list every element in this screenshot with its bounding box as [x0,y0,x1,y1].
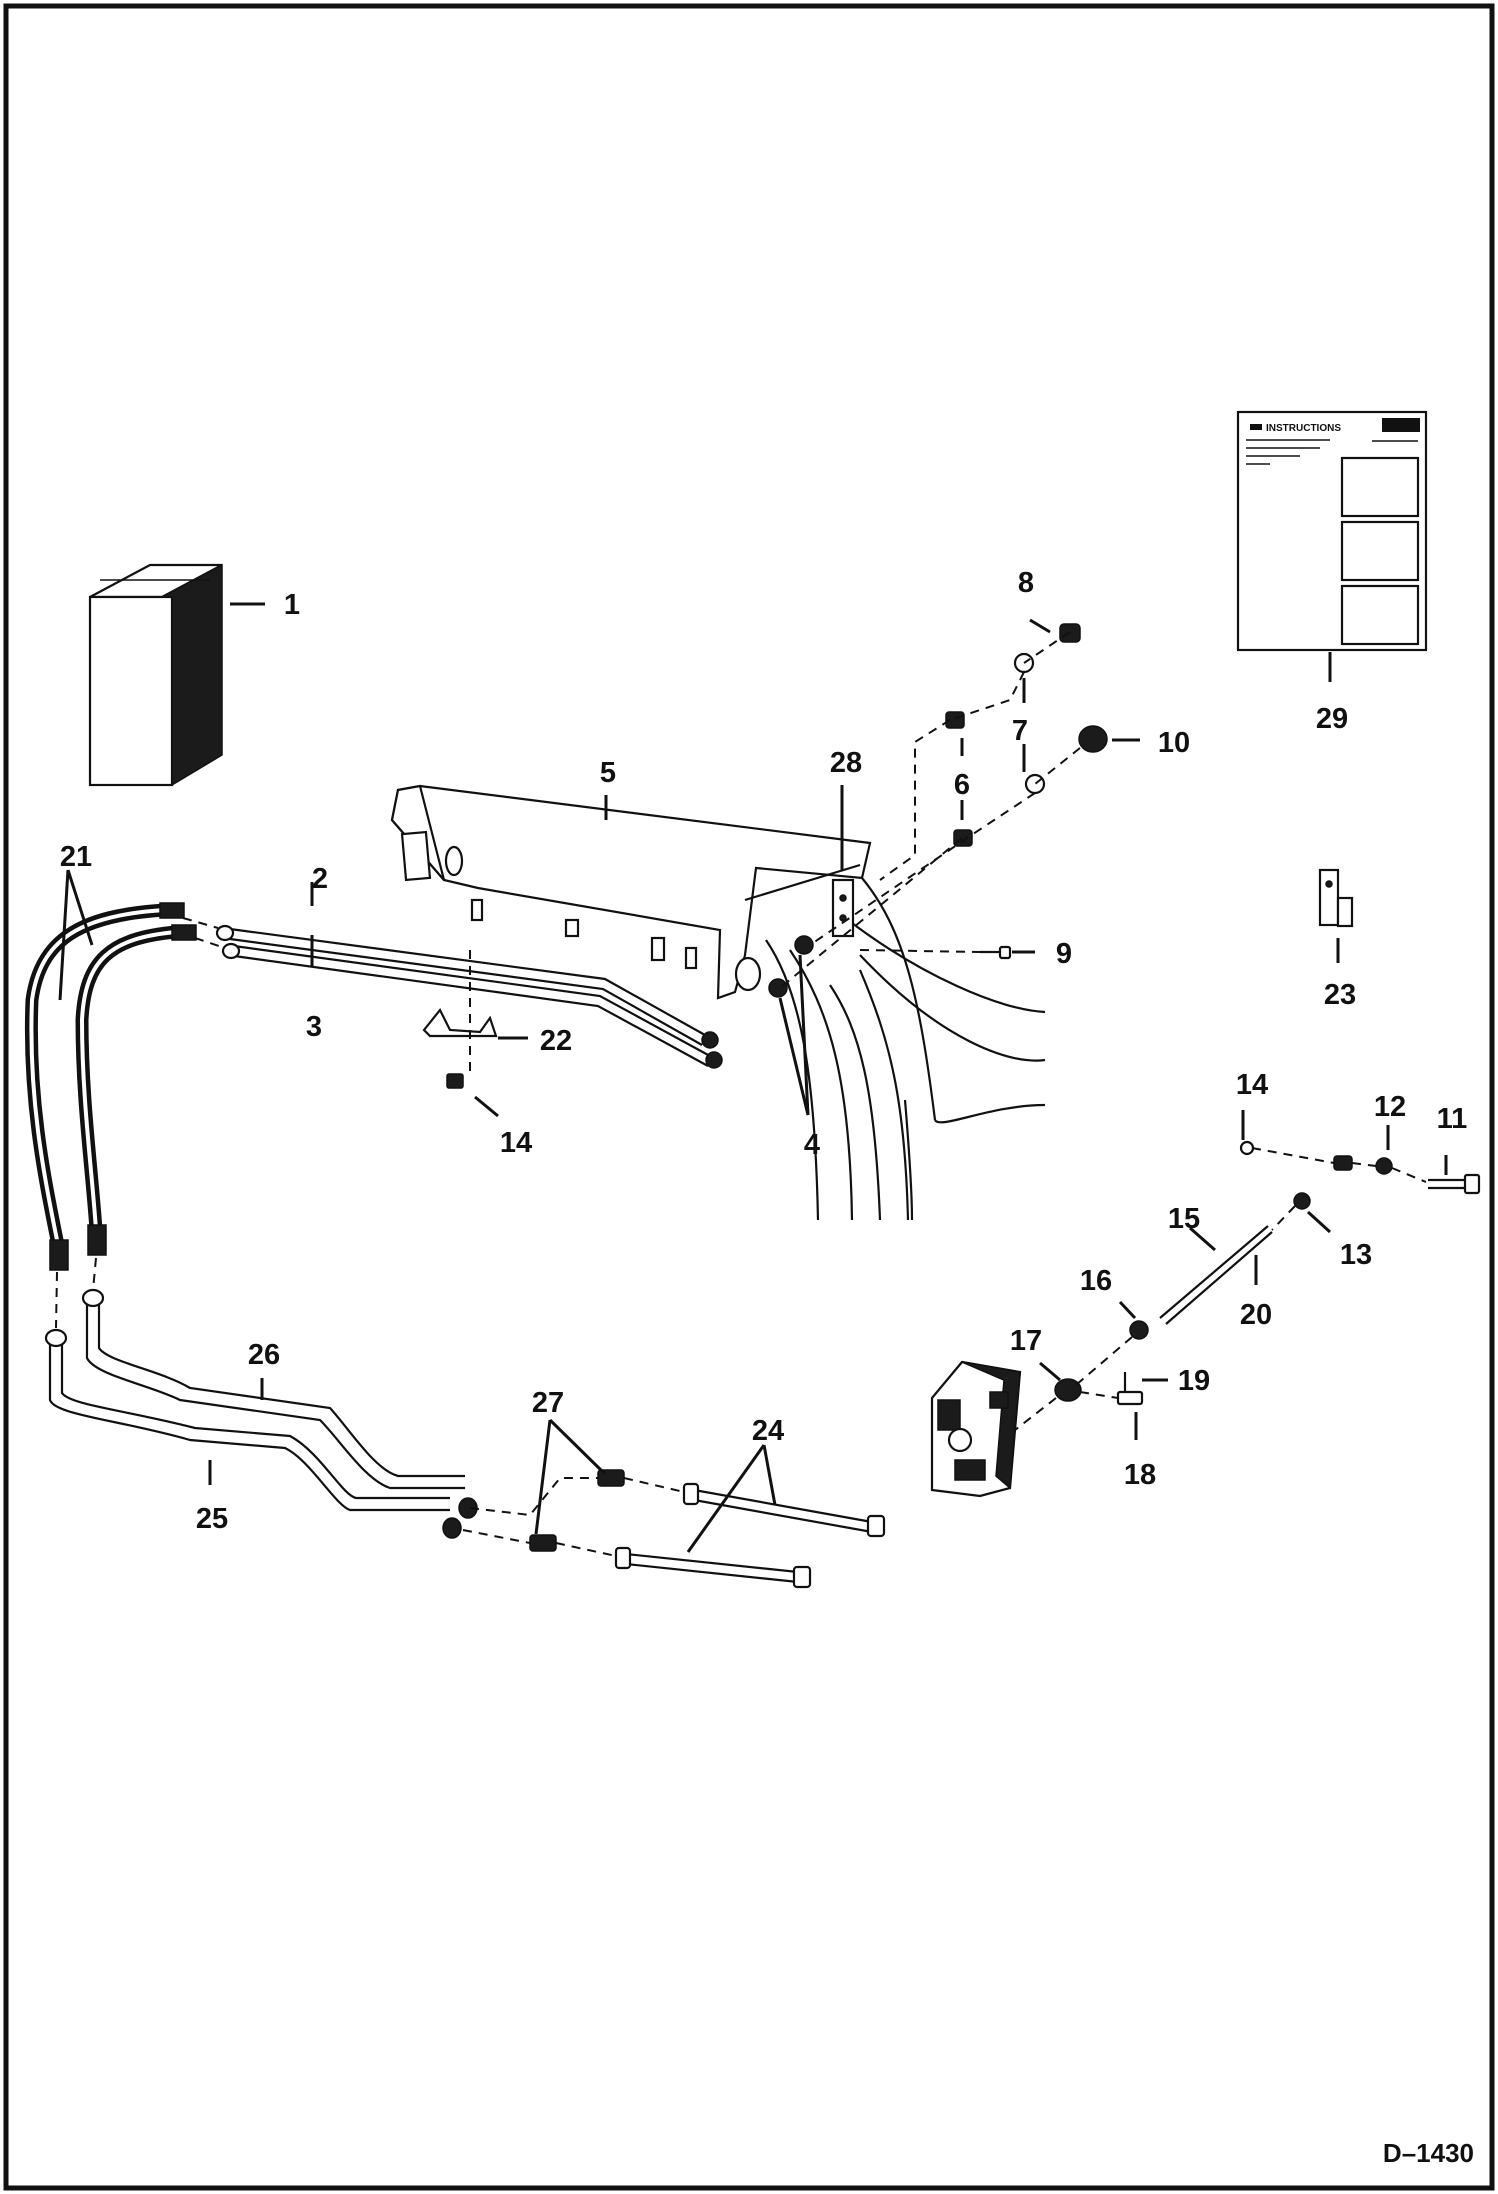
callout-13: 13 [1340,1239,1372,1271]
callout-12: 12 [1374,1091,1406,1123]
callout-15: 15 [1168,1203,1200,1235]
steel-lines-25-26 [44,1288,478,1539]
callout-labels: 1 2 3 4 5 6 7 8 9 10 11 12 13 14 14 15 1… [60,567,1467,1535]
callout-29: 29 [1316,703,1348,735]
callout-17: 17 [1010,1325,1042,1357]
callout-14-left: 14 [500,1127,532,1159]
callout-25: 25 [196,1503,228,1535]
callout-18: 18 [1124,1459,1156,1491]
callout-16: 16 [1080,1265,1112,1297]
callout-11: 11 [1437,1103,1468,1135]
hoses-21 [24,902,197,1271]
control-valve-part [930,1360,1022,1498]
callout-5: 5 [600,757,616,789]
callout-9: 9 [1056,938,1072,970]
callout-26: 26 [248,1339,280,1371]
callout-20: 20 [1240,1299,1272,1331]
instruction-sheet-part: INSTRUCTIONS [1236,410,1428,652]
assembly-lines [55,631,1427,1557]
callout-2: 2 [312,863,328,895]
callout-6: 6 [954,769,970,801]
callout-7: 7 [1012,715,1028,747]
steel-lines-2-3 [215,924,723,1069]
instruction-sheet-title: INSTRUCTIONS [1266,423,1341,434]
callout-28: 28 [830,747,862,779]
callout-27: 27 [532,1387,564,1419]
kit-box-part [88,563,223,787]
mounting-frame-part [390,784,872,1000]
callout-3: 3 [306,1011,322,1043]
callout-23: 23 [1324,979,1356,1011]
callout-19: 19 [1178,1365,1210,1397]
document-id: D–1430 [1383,2138,1474,2168]
machine-body [765,877,1046,1221]
leader-lines [58,602,1448,1553]
fittings-27-hoses-24 [529,1469,886,1589]
callout-10: 10 [1158,727,1190,759]
callout-14-right: 14 [1236,1069,1268,1101]
callout-22: 22 [540,1025,572,1057]
callout-21: 21 [60,841,92,873]
callout-24: 24 [752,1415,784,1447]
page-border [3,3,1495,2191]
callout-1: 1 [284,589,300,621]
hardware-parts [422,623,1481,1406]
callout-8: 8 [1018,567,1034,599]
callout-4: 4 [804,1129,820,1161]
